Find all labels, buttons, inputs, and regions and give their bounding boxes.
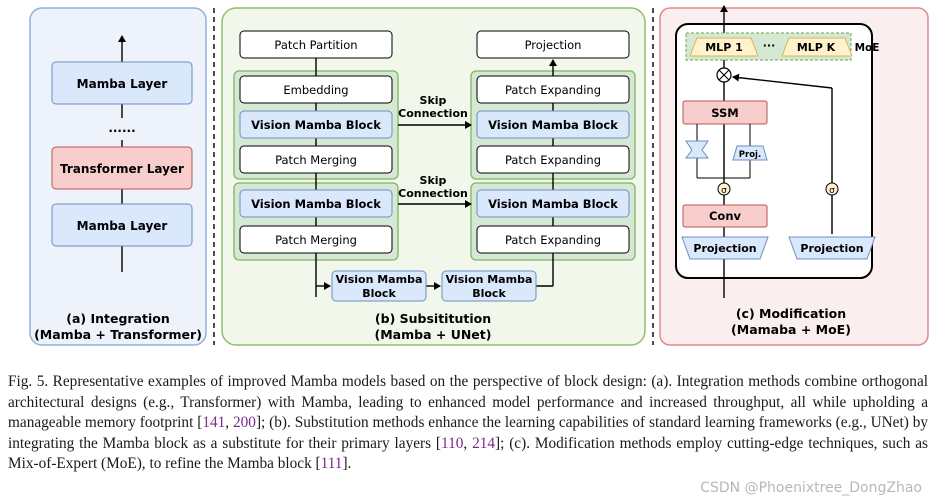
citation-link-110[interactable]: 110 bbox=[441, 434, 464, 452]
mlp-k-label: MLP K bbox=[797, 41, 836, 54]
panel-a-caption-line2: (Mamba + Transformer) bbox=[34, 327, 202, 342]
patch-expanding-3 bbox=[476, 225, 630, 254]
projection-right-box bbox=[788, 236, 876, 260]
transformer-layer bbox=[51, 146, 193, 190]
ssm-label: SSM bbox=[711, 106, 739, 120]
skip-connection-2-label-line2: Connection bbox=[398, 187, 468, 200]
caption-text-1: Fig. 5. Representative examples of impro… bbox=[8, 373, 928, 432]
vision-mamba-block-enc-2 bbox=[239, 189, 393, 218]
mlp-dots: ··· bbox=[763, 39, 776, 52]
citation-link-200[interactable]: 200 bbox=[232, 414, 256, 432]
vision-mamba-block-dec-1-label: Vision Mamba Block bbox=[488, 118, 618, 132]
embedding-label: Embedding bbox=[283, 83, 348, 97]
vision-mamba-block-enc-1-label: Vision Mamba Block bbox=[251, 118, 381, 132]
patch-merging-2 bbox=[239, 225, 393, 254]
caption-separator-1: , bbox=[225, 414, 233, 432]
patch-expanding-3-label: Patch Expanding bbox=[505, 233, 601, 247]
mamba-layer-top-label: Mamba Layer bbox=[77, 77, 168, 91]
panel-b: Skip Connection Skip Connection Patch Pa… bbox=[221, 7, 646, 346]
vision-mamba-block-dec-2 bbox=[476, 189, 630, 218]
projection-label: Projection bbox=[525, 38, 582, 52]
embedding bbox=[239, 75, 393, 104]
sigma-right-label: σ bbox=[829, 186, 835, 196]
patch-partition bbox=[239, 30, 393, 59]
gate-path-to-multiply bbox=[732, 73, 833, 89]
citation-link-111[interactable]: 111 bbox=[320, 455, 343, 473]
bottleneck-block-1-label-line1: Vision Mamba bbox=[336, 273, 423, 286]
citation-link-214[interactable]: 214 bbox=[472, 434, 496, 452]
figure-caption: Fig. 5. Representative examples of impro… bbox=[8, 372, 928, 475]
bottleneck-block-2-label-line2: Block bbox=[472, 287, 506, 300]
bottleneck-block-1-label-line2: Block bbox=[362, 287, 396, 300]
ssm-box bbox=[682, 100, 768, 125]
skip-connection-1-label-line2: Connection bbox=[398, 107, 468, 120]
conv-box bbox=[682, 204, 768, 228]
patch-expanding-1 bbox=[476, 75, 630, 104]
moe-label: MoE bbox=[855, 42, 880, 54]
mamba-layer-top bbox=[51, 61, 193, 105]
caption-text-2: ]; (b). Substitution methods enhance the… bbox=[8, 414, 928, 452]
projection-box bbox=[476, 30, 630, 59]
panel-c-caption-line1: (c) Modification bbox=[736, 306, 846, 321]
watermark: CSDN @Phoenixtree_DongZhao bbox=[700, 480, 922, 496]
vision-mamba-block-enc-1 bbox=[239, 110, 393, 139]
patch-merging-1 bbox=[239, 145, 393, 174]
mlp-1-label: MLP 1 bbox=[705, 41, 743, 54]
panel-b-caption-line1: (b) Subsititution bbox=[375, 311, 491, 326]
figure-svg: Mamba Layer ...... Transformer Layer Mam… bbox=[29, 5, 929, 346]
mamba-layer-bottom bbox=[51, 203, 193, 247]
skip-connection-1-label-line1: Skip bbox=[420, 94, 447, 107]
figure: Mamba Layer ...... Transformer Layer Mam… bbox=[29, 5, 929, 346]
panel-c: MLP 1 ··· MLP K MoE σ SSM Proj. σ Conv P… bbox=[659, 5, 929, 346]
caption-text-3: ]; (c). Modification methods employ cutt… bbox=[8, 434, 928, 473]
patch-merging-1-label: Patch Merging bbox=[275, 153, 357, 167]
multiply-icon-stroke-2 bbox=[718, 69, 730, 81]
ellipsis: ...... bbox=[108, 121, 135, 135]
projection-right-label: Projection bbox=[800, 242, 863, 255]
ellipsis-mask bbox=[110, 118, 134, 140]
sigma-left-label: σ bbox=[721, 186, 727, 196]
patch-partition-label: Patch Partition bbox=[274, 38, 357, 52]
sigma-right-node bbox=[825, 182, 839, 196]
projection-left-label: Projection bbox=[693, 242, 756, 255]
panel-a-caption-line1: (a) Integration bbox=[66, 311, 170, 326]
projection-left-box bbox=[681, 236, 769, 260]
skip-connection-2-label-line1: Skip bbox=[420, 174, 447, 187]
conv-label: Conv bbox=[709, 209, 742, 223]
mlp-k-box bbox=[781, 37, 853, 57]
panel-b-caption-line2: (Mamba + UNet) bbox=[375, 327, 492, 342]
sigma-left-node bbox=[717, 182, 731, 196]
caption-separator-2: , bbox=[463, 434, 473, 452]
citation-link-141[interactable]: 141 bbox=[202, 414, 226, 432]
patch-expanding-1-label: Patch Expanding bbox=[505, 83, 601, 97]
vision-mamba-block-dec-2-label: Vision Mamba Block bbox=[488, 197, 618, 211]
mlp-1-box bbox=[689, 37, 759, 57]
panel-a: Mamba Layer ...... Transformer Layer Mam… bbox=[29, 7, 207, 346]
panel-c-caption-line2: (Mamaba + MoE) bbox=[731, 322, 851, 337]
vision-mamba-block-enc-2-label: Vision Mamba Block bbox=[251, 197, 381, 211]
patch-expanding-2 bbox=[476, 145, 630, 174]
caption-text-4: ]. bbox=[342, 455, 352, 473]
patch-expanding-2-label: Patch Expanding bbox=[505, 153, 601, 167]
bottleneck-block-2-label-line1: Vision Mamba bbox=[446, 273, 533, 286]
transformer-layer-label: Transformer Layer bbox=[60, 162, 184, 176]
mamba-layer-bottom-label: Mamba Layer bbox=[77, 219, 168, 233]
patch-merging-2-label: Patch Merging bbox=[275, 233, 357, 247]
bottleneck-block-2 bbox=[441, 270, 537, 302]
proj-box bbox=[732, 145, 768, 161]
discretize-icon bbox=[685, 140, 709, 159]
bottleneck-block-1 bbox=[331, 270, 427, 302]
vision-mamba-block-dec-1 bbox=[476, 110, 630, 139]
proj-label: Proj. bbox=[739, 150, 761, 160]
